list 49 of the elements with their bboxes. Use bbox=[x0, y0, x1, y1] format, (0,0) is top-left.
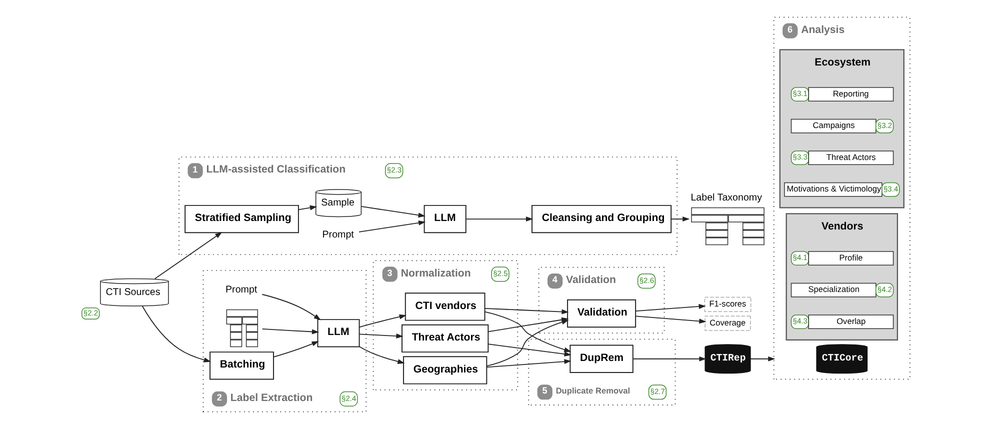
arrow bbox=[273, 341, 319, 358]
node-box: Threat Actors bbox=[402, 324, 489, 353]
node-label: §4.3 bbox=[792, 316, 808, 326]
node-box: LLM bbox=[424, 204, 466, 234]
arrow bbox=[750, 356, 776, 362]
arrow bbox=[484, 311, 572, 352]
arrow bbox=[484, 308, 569, 314]
arrow bbox=[262, 294, 321, 320]
node-box: F1-scores bbox=[704, 296, 752, 312]
arrow bbox=[670, 216, 690, 222]
arrow bbox=[262, 328, 320, 334]
arrow bbox=[142, 306, 212, 362]
node-label: §3.2 bbox=[877, 120, 892, 130]
node-label: §2.5 bbox=[493, 269, 508, 278]
node-label: §2.7 bbox=[650, 387, 666, 396]
arrow bbox=[359, 346, 405, 364]
arrow bbox=[632, 356, 706, 362]
node-label: §3.1 bbox=[792, 89, 808, 98]
node-label: §4.1 bbox=[792, 253, 808, 262]
arrow bbox=[358, 314, 406, 328]
node-label: §3.4 bbox=[883, 184, 898, 194]
node-box: Validation bbox=[567, 299, 636, 328]
node-box: DupRem bbox=[570, 344, 634, 373]
node-label: §2.6 bbox=[639, 276, 654, 285]
node-box: Batching bbox=[210, 352, 274, 380]
node-box: LLM bbox=[317, 319, 360, 348]
arrow bbox=[358, 220, 426, 232]
node-label: §2.2 bbox=[83, 308, 98, 318]
node-box: Cleansing and Grouping bbox=[532, 204, 672, 234]
node-box: Stratified Sampling bbox=[184, 204, 299, 234]
arrow bbox=[486, 359, 572, 368]
node-box: Geographies bbox=[403, 356, 488, 384]
arrow bbox=[635, 304, 706, 312]
arrow bbox=[360, 206, 426, 218]
node-text: Prompt bbox=[322, 229, 354, 240]
node-label: §2.4 bbox=[342, 394, 356, 403]
arrow bbox=[298, 205, 318, 210]
arrow bbox=[488, 344, 572, 357]
node-label: §4.2 bbox=[877, 284, 892, 294]
node-box: CTI vendors bbox=[404, 292, 486, 321]
node-box: Coverage bbox=[704, 316, 751, 331]
node-label: §3.3 bbox=[792, 152, 808, 162]
node-label: §2.3 bbox=[386, 166, 402, 175]
node-label: Label Taxonomy bbox=[690, 192, 762, 204]
arrow bbox=[359, 334, 404, 339]
arrow bbox=[154, 232, 222, 280]
arrow bbox=[466, 216, 534, 222]
arrow bbox=[635, 316, 706, 324]
node-text: Prompt bbox=[226, 284, 258, 296]
